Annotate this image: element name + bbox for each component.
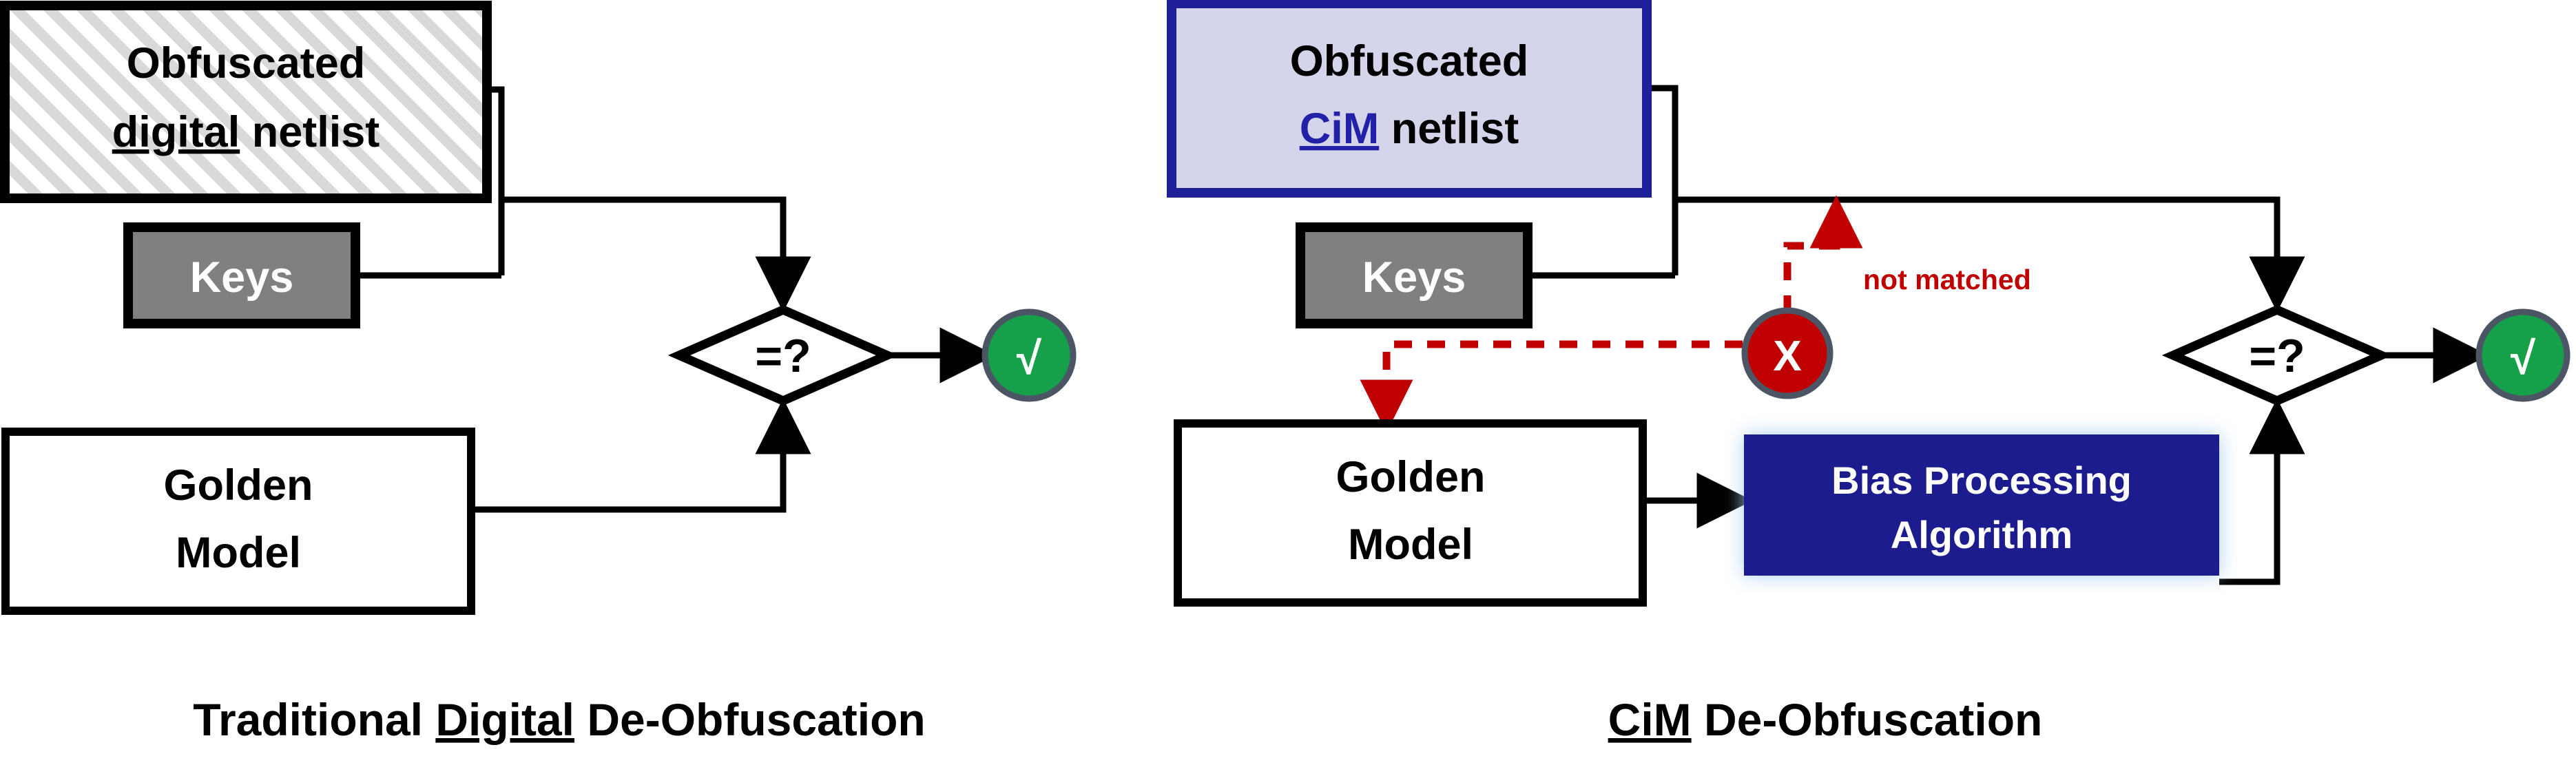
right-result-check-icon: √ (2511, 333, 2536, 384)
right-netlist-to-bus-connector (1648, 85, 1679, 275)
right-compare-diamond[interactable]: =? (2161, 304, 2393, 406)
fail-x-icon: X (1773, 333, 1801, 380)
left-caption-underlined: Digital (435, 694, 574, 745)
left-result-check-icon: √ (1017, 333, 1042, 384)
right-netlist-underlined-word: CiM (1300, 105, 1379, 153)
left-golden-to-compare-connector (471, 398, 811, 513)
left-caption-post: De-Obfuscation (574, 694, 926, 745)
mismatch-fail-badge[interactable]: X (1741, 307, 1834, 399)
not-matched-feedback-up-connector (1783, 195, 1863, 313)
left-obfuscated-netlist-box[interactable]: Obfuscated digital netlist (0, 1, 492, 203)
right-panel-caption: CiM De-Obfuscation (1608, 694, 2043, 745)
right-caption-post: De-Obfuscation (1692, 694, 2043, 745)
right-golden-model-box[interactable]: Golden Model (1174, 419, 1647, 607)
left-netlist-line2: digital netlist (112, 108, 380, 156)
left-caption-pre: Traditional (193, 694, 435, 745)
right-keys-box[interactable]: Keys (1296, 222, 1533, 328)
left-panel-caption: Traditional Digital De-Obfuscation (193, 694, 925, 745)
left-golden-line2: Model (176, 529, 301, 577)
right-golden-line2: Model (1348, 521, 1473, 569)
left-netlist-line2-rest: netlist (240, 108, 380, 156)
right-golden-line1: Golden (1336, 453, 1486, 501)
left-compare-label: =? (755, 330, 811, 382)
right-obfuscated-cim-netlist-box[interactable]: Obfuscated CiM netlist (1167, 0, 1652, 198)
bias-processing-algorithm-box[interactable]: Bias Processing Algorithm (1744, 434, 2219, 576)
right-compare-label: =? (2249, 330, 2305, 382)
left-result-success-badge[interactable]: √ (981, 308, 1077, 402)
right-result-success-badge[interactable]: √ (2475, 308, 2570, 402)
left-keys-box[interactable]: Keys (123, 222, 360, 328)
left-bus-to-compare-connector (501, 196, 811, 313)
left-netlist-line1: Obfuscated (127, 39, 366, 87)
right-bus-to-compare-connector (1675, 196, 2305, 313)
right-keys-label: Keys (1362, 253, 1466, 302)
left-netlist-underlined-word: digital (112, 108, 240, 156)
right-netlist-line1: Obfuscated (1290, 37, 1529, 85)
right-netlist-line2-rest: netlist (1379, 105, 1519, 153)
fail-to-golden-feedback-connector (1360, 340, 1743, 433)
right-netlist-line2: CiM netlist (1300, 105, 1519, 153)
left-golden-line1: Golden (164, 461, 313, 510)
left-golden-model-box[interactable]: Golden Model (1, 428, 475, 615)
left-compare-diamond[interactable]: =? (667, 304, 899, 406)
left-keys-label: Keys (190, 253, 294, 302)
right-bias-to-compare-connector (2219, 398, 2305, 585)
not-matched-label: not matched (1863, 264, 2031, 295)
bias-box-line2: Algorithm (1891, 513, 2073, 556)
bias-box-line1: Bias Processing (1831, 459, 2132, 502)
right-caption-underlined: CiM (1608, 694, 1692, 745)
